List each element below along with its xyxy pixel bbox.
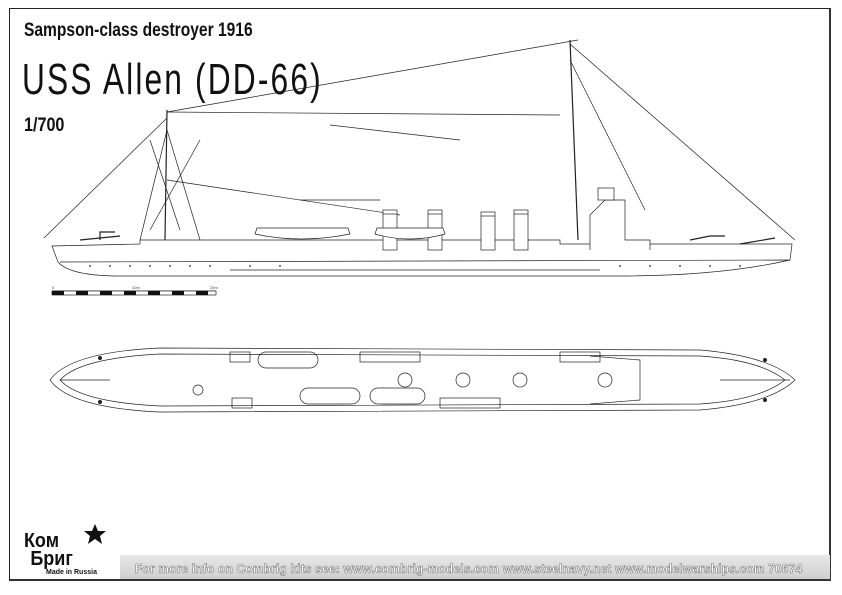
footer-info: For more info on Combrig kits see: www.c… (135, 561, 803, 577)
deck-plan (49, 347, 796, 413)
scale-label: 1/700 (24, 115, 65, 136)
logo-text-bottom: Бриг (30, 548, 73, 570)
scale-label-0: 0 (52, 285, 55, 290)
scale-bar (51, 290, 217, 296)
scale-label-20: 20m (210, 285, 218, 290)
logo-text-top: Ком (23, 530, 60, 552)
footer-band (120, 555, 830, 579)
made-in-russia: Made in Russia (46, 569, 97, 576)
sheet-frame (9, 8, 831, 581)
logo-star (84, 524, 106, 544)
combrig-logo: Ком Бриг (18, 522, 118, 580)
scale-label-10: 10m (132, 285, 140, 290)
ship-name: USS Allen (DD-66) (22, 55, 323, 104)
side-profile (43, 39, 796, 277)
class-title: Sampson-class destroyer 1916 (24, 20, 253, 41)
